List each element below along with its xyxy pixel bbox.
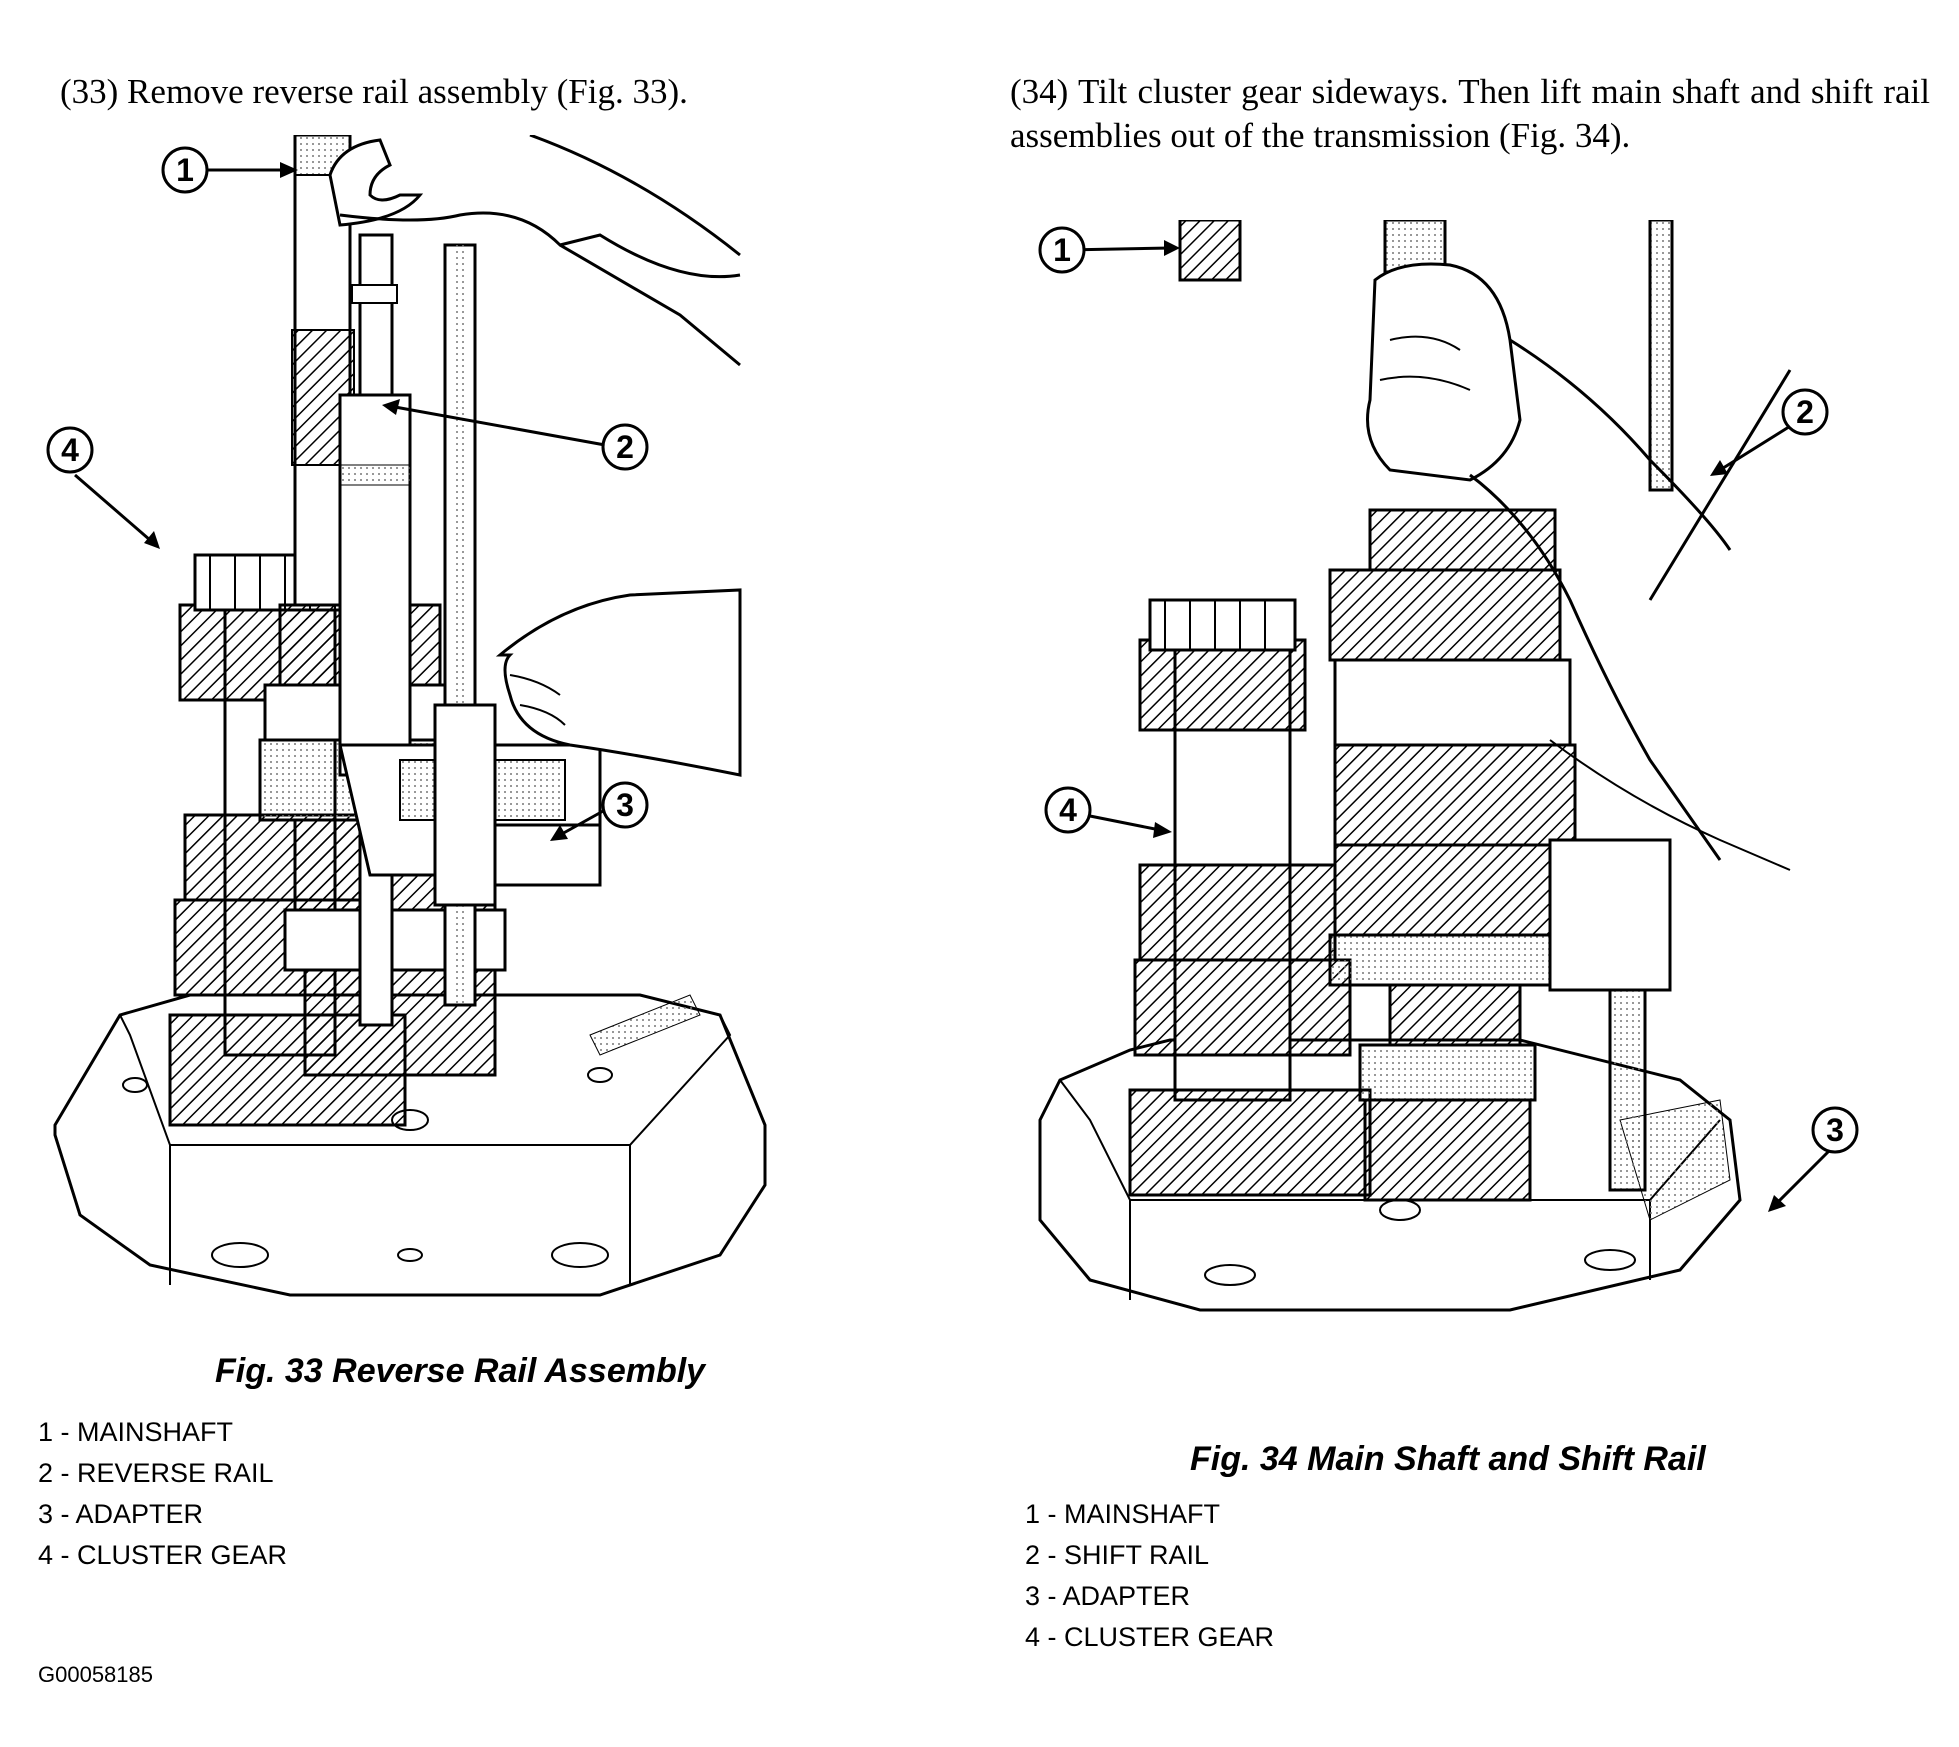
figure-34-caption: Fig. 34 Main Shaft and Shift Rail bbox=[1190, 1440, 1706, 1478]
callout-2-left: 2 bbox=[601, 423, 649, 471]
callout-1-right: 1 bbox=[1038, 226, 1086, 274]
legend-item: 1 - MAINSHAFT bbox=[1025, 1499, 1221, 1529]
callout-4-left: 4 bbox=[46, 426, 94, 474]
callout-3-right: 3 bbox=[1811, 1106, 1859, 1154]
callout-4-right: 4 bbox=[1044, 786, 1092, 834]
svg-text:4: 4 bbox=[1059, 792, 1077, 828]
svg-text:1: 1 bbox=[176, 152, 194, 188]
callout-3-left: 3 bbox=[601, 781, 649, 829]
step-34-text: (34) Tilt cluster gear sideways. Then li… bbox=[1010, 72, 1930, 155]
svg-text:1: 1 bbox=[1053, 232, 1071, 268]
figure-33-legend: 1 - MAINSHAFT 2 - REVERSE RAIL 3 - ADAPT… bbox=[38, 1412, 287, 1576]
legend-item: 3 - ADAPTER bbox=[38, 1499, 204, 1529]
legend-item: 1 - MAINSHAFT bbox=[38, 1417, 234, 1447]
legend-item: 3 - ADAPTER bbox=[1025, 1581, 1191, 1611]
svg-text:4: 4 bbox=[61, 432, 79, 468]
legend-item: 2 - SHIFT RAIL bbox=[1025, 1540, 1210, 1570]
svg-text:3: 3 bbox=[616, 787, 634, 823]
figure-34-legend: 1 - MAINSHAFT 2 - SHIFT RAIL 3 - ADAPTER… bbox=[1025, 1494, 1274, 1658]
legend-item: 4 - CLUSTER GEAR bbox=[38, 1540, 288, 1570]
svg-text:3: 3 bbox=[1826, 1112, 1844, 1148]
figure-33-caption: Fig. 33 Reverse Rail Assembly bbox=[215, 1352, 706, 1390]
callout-1-left: 1 bbox=[161, 146, 209, 194]
document-id: G00058185 bbox=[38, 1662, 153, 1687]
figure-34-illustration: 1 2 3 4 bbox=[1038, 220, 1859, 1312]
callout-2-right: 2 bbox=[1781, 388, 1829, 436]
figure-33-illustration: 1 2 3 4 bbox=[46, 135, 767, 1297]
step-33-text: (33) Remove reverse rail assembly (Fig. … bbox=[60, 72, 688, 111]
svg-text:2: 2 bbox=[1796, 394, 1814, 430]
legend-item: 4 - CLUSTER GEAR bbox=[1025, 1622, 1275, 1652]
legend-item: 2 - REVERSE RAIL bbox=[38, 1458, 274, 1488]
svg-text:2: 2 bbox=[616, 429, 634, 465]
